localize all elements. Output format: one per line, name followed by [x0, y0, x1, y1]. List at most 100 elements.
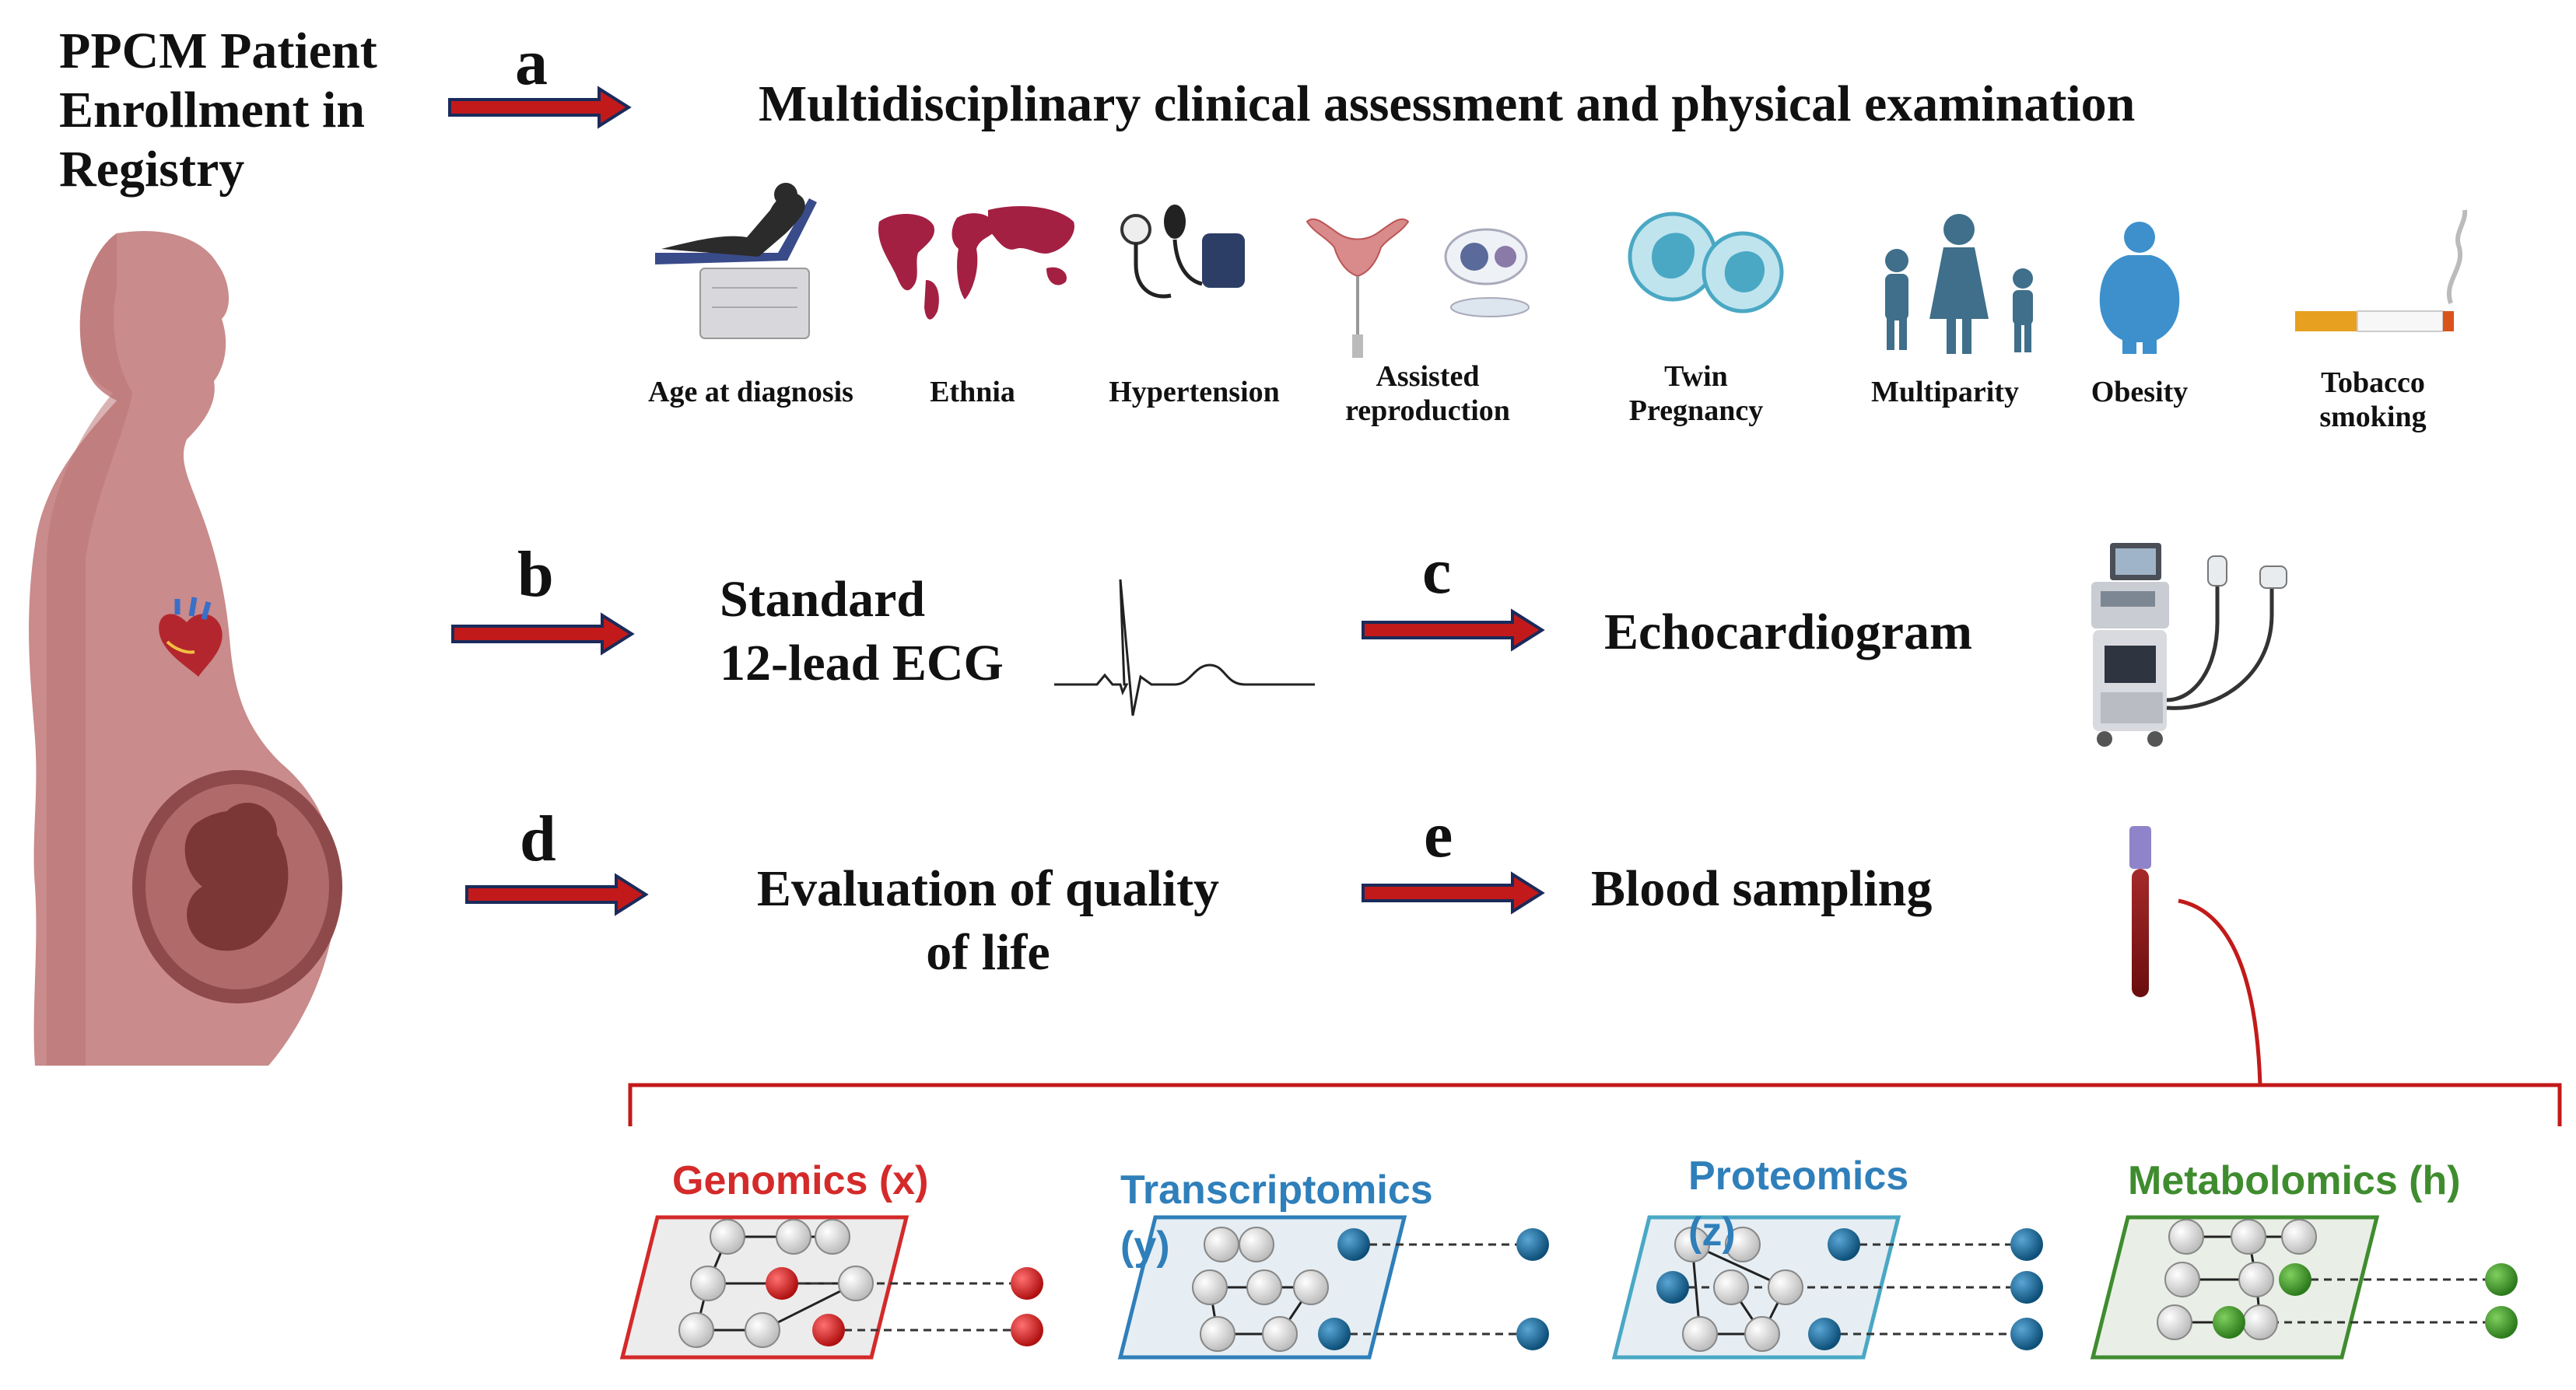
network-node: [1744, 1316, 1780, 1352]
omics-title-proteomics-line2: (z): [1688, 1210, 1736, 1255]
factor-label-twin-line1: Twin: [1664, 360, 1728, 393]
step-d-line1: Evaluation of quality: [756, 860, 1220, 917]
network-node-highlight: [2213, 1306, 2245, 1339]
network-node-highlight: [2010, 1271, 2043, 1304]
factor-label-obesity: Obesity: [2091, 376, 2189, 408]
network-node: [776, 1219, 811, 1255]
omics-network-3: [2090, 1215, 2518, 1360]
omics-title-proteomics: Proteomics (z): [1688, 1148, 1908, 1260]
enrollment-line-3: Registry: [59, 141, 245, 198]
cigarette-icon: [2295, 209, 2468, 332]
step-b-line2: 12-lead ECG: [720, 635, 1004, 691]
network-node: [1262, 1316, 1298, 1352]
step-b-line1: Standard: [720, 571, 926, 628]
factor-label-multiparity: Multiparity: [1871, 376, 2019, 408]
omics-title-metabolomics: Metabolomics (h): [2128, 1158, 2461, 1203]
omics-network-0: [619, 1215, 1043, 1360]
omics-title-genomics: Genomics (x): [672, 1158, 929, 1203]
network-node: [678, 1312, 714, 1348]
step-d-line2: of life: [926, 924, 1050, 981]
network-node: [2238, 1262, 2274, 1297]
step-b-letter: b: [517, 538, 554, 611]
network-node-highlight: [1318, 1318, 1351, 1350]
network-node-highlight: [2010, 1228, 2043, 1261]
factor-label-tobacco-line2: smoking: [2319, 401, 2427, 433]
network-node: [1239, 1227, 1274, 1262]
network-node: [2157, 1304, 2192, 1340]
network-node-highlight: [2279, 1263, 2311, 1296]
step-e-letter: e: [1424, 799, 1453, 871]
enrollment-line-1: PPCM Patient: [59, 23, 377, 79]
omics-title-transcriptomics-line1: Transcriptomics: [1120, 1168, 1433, 1213]
heart-icon: [159, 597, 223, 677]
blood-tube-icon: [2129, 826, 2151, 997]
ecg-trace-icon: [1054, 579, 1315, 716]
network-node-highlight: [1516, 1318, 1549, 1350]
factor-label-twin: Twin Pregnancy: [1603, 359, 1789, 428]
obese-person-icon: [2099, 222, 2180, 354]
omics-title-transcriptomics-line2: (y): [1120, 1224, 1170, 1269]
step-d-letter: d: [520, 803, 556, 875]
network-node: [710, 1219, 745, 1255]
network-node: [1713, 1269, 1749, 1305]
step-a-letter: a: [515, 26, 548, 99]
network-node: [1200, 1316, 1235, 1352]
step-c-title: Echocardiogram: [1604, 604, 1972, 660]
network-node: [745, 1312, 780, 1348]
network-node: [1674, 1227, 1710, 1262]
omics-network-2: [1611, 1215, 2043, 1360]
arrow-b: [451, 612, 635, 656]
network-node: [1293, 1269, 1329, 1305]
enrollment-line-2: Enrollment in: [59, 82, 366, 138]
network-node: [2164, 1262, 2200, 1297]
factor-label-assisted: Assisted reproduction: [1315, 359, 1540, 428]
twins-icon: [1628, 212, 1784, 313]
factor-label-assisted-line1: Assisted: [1376, 360, 1480, 393]
network-node-highlight: [1011, 1267, 1043, 1300]
enrollment-title: PPCM Patient Enrollment in Registry: [59, 22, 464, 199]
network-node: [815, 1219, 850, 1255]
world-map-icon: [878, 206, 1074, 320]
network-node-highlight: [2485, 1306, 2518, 1339]
blood-pressure-cuff-icon: [1120, 205, 1245, 299]
network-node-highlight: [2010, 1318, 2043, 1350]
network-node: [2231, 1219, 2266, 1255]
network-node-highlight: [1337, 1228, 1370, 1261]
network-node: [2281, 1219, 2317, 1255]
network-node-highlight: [1828, 1228, 1860, 1261]
ivf-icon: [1306, 218, 1530, 358]
step-c-letter: c: [1422, 535, 1452, 607]
network-node: [838, 1266, 874, 1301]
factor-label-age: Age at diagnosis: [648, 376, 853, 408]
network-node-highlight: [2485, 1263, 2518, 1296]
omics-networks: [619, 1215, 2518, 1360]
omics-network-1: [1117, 1215, 1549, 1360]
factor-label-assisted-line2: reproduction: [1345, 394, 1510, 427]
network-node: [2242, 1304, 2278, 1340]
omics-title-transcriptomics: Transcriptomics (y): [1120, 1162, 1433, 1274]
network-node: [1682, 1316, 1718, 1352]
network-node-highlight: [812, 1314, 845, 1346]
omics-title-proteomics-line1: Proteomics: [1688, 1154, 1909, 1199]
arrow-a: [448, 86, 632, 129]
network-node-highlight: [1808, 1318, 1841, 1350]
network-node: [1768, 1269, 1803, 1305]
factor-label-hypertension: Hypertension: [1109, 376, 1280, 408]
step-d-title: Evaluation of quality of life: [700, 857, 1276, 985]
network-node: [690, 1266, 726, 1301]
factor-label-twin-line2: Pregnancy: [1628, 394, 1764, 427]
arrow-e: [1362, 871, 1545, 915]
ultrasound-machine-icon: [2091, 543, 2287, 747]
step-e-title: Blood sampling: [1591, 860, 1933, 917]
step-b-title: Standard 12-lead ECG: [720, 568, 1004, 695]
family-icon: [1885, 214, 2033, 354]
factor-label-tobacco-line1: Tobacco: [2321, 366, 2425, 399]
network-node-highlight: [1011, 1314, 1043, 1346]
omics-bracket: [628, 898, 2562, 1126]
examination-chair-icon: [655, 183, 817, 339]
network-node-highlight: [1516, 1228, 1549, 1261]
arrow-c: [1362, 608, 1545, 652]
network-node-highlight: [766, 1267, 798, 1300]
network-node: [1725, 1227, 1761, 1262]
